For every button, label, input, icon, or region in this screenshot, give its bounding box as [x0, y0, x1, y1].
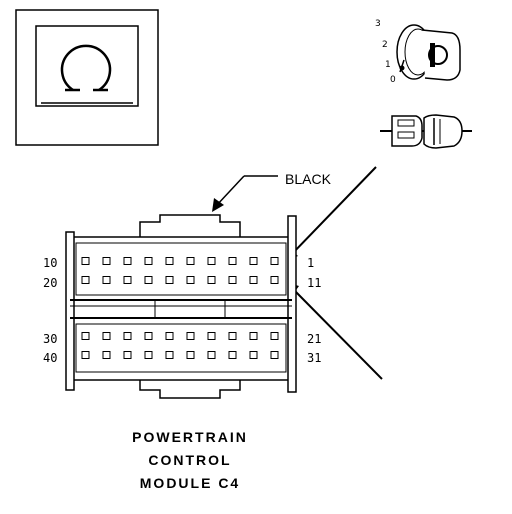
- ignition-key-icon: 3 2 1 0: [375, 19, 461, 85]
- pin-cavity-11: [270, 276, 279, 284]
- pin-cavity-35: [186, 351, 195, 359]
- key-position-2: 2: [382, 40, 388, 50]
- title-line-2: CONTROL: [148, 452, 231, 468]
- pin-cavity-1: [270, 257, 279, 265]
- pin-label-21: 21: [307, 332, 321, 346]
- pin-cavity-6: [165, 257, 174, 265]
- pin-label-11: 11: [307, 276, 321, 290]
- pin-cavity-17: [144, 276, 153, 284]
- pin-cavity-20: [81, 276, 90, 284]
- key-position-1: 1: [385, 60, 391, 70]
- pin-grid: [81, 257, 279, 359]
- pin-cavity-26: [165, 332, 174, 340]
- pin-cavity-25: [186, 332, 195, 340]
- pin-cavity-8: [123, 257, 132, 265]
- pin-cavity-38: [123, 351, 132, 359]
- key-position-3: 3: [375, 19, 381, 29]
- pin-label-20: 20: [43, 276, 57, 290]
- pin-cavity-13: [228, 276, 237, 284]
- pin-label-1: 1: [307, 256, 314, 270]
- pin-cavity-30: [81, 332, 90, 340]
- pin-cavity-27: [144, 332, 153, 340]
- pin-cavity-32: [249, 351, 258, 359]
- pin-cavity-7: [144, 257, 153, 265]
- connector-body: [65, 214, 297, 399]
- pin-cavity-15: [186, 276, 195, 284]
- pin-cavity-18: [123, 276, 132, 284]
- pin-cavity-12: [249, 276, 258, 284]
- pin-11-arrow: [282, 281, 383, 380]
- pin-cavity-14: [207, 276, 216, 284]
- pin-cavity-2: [249, 257, 258, 265]
- pin-cavity-36: [165, 351, 174, 359]
- ground-omega-icon: [60, 44, 112, 92]
- callout-label: BLACK: [285, 171, 332, 187]
- pin-cavity-39: [102, 351, 111, 359]
- pin-cavity-22: [249, 332, 258, 340]
- title-line-1: POWERTRAIN: [132, 429, 248, 445]
- pin-cavity-16: [165, 276, 174, 284]
- pin-cavity-37: [144, 351, 153, 359]
- title-line-3: MODULE C4: [140, 475, 240, 491]
- pin-label-30: 30: [43, 332, 57, 346]
- pin-cavity-40: [81, 351, 90, 359]
- pin-cavity-10: [81, 257, 90, 265]
- pin-cavity-23: [228, 332, 237, 340]
- pin-cavity-29: [102, 332, 111, 340]
- pin-cavity-24: [207, 332, 216, 340]
- pin-cavity-28: [123, 332, 132, 340]
- pin-cavity-31: [270, 351, 279, 359]
- pin-cavity-9: [102, 257, 111, 265]
- key-position-0: 0: [390, 75, 396, 85]
- pin-label-10: 10: [43, 256, 57, 270]
- pin-cavity-19: [102, 276, 111, 284]
- connector-plug-icon: [380, 114, 472, 149]
- pin-cavity-4: [207, 257, 216, 265]
- symbol-panel: [15, 9, 159, 146]
- color-callout: BLACK: [212, 171, 332, 212]
- pin-label-31: 31: [307, 351, 321, 365]
- pin-cavity-21: [270, 332, 279, 340]
- pin-cavity-5: [186, 257, 195, 265]
- pin-label-40: 40: [43, 351, 57, 365]
- pin-cavity-3: [228, 257, 237, 265]
- pin-cavity-33: [228, 351, 237, 359]
- pin-cavity-34: [207, 351, 216, 359]
